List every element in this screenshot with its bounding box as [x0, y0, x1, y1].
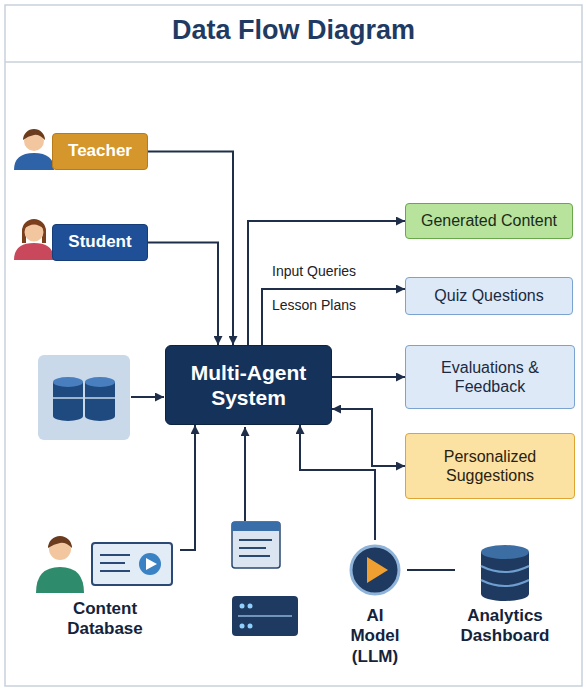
flow-arrow [131, 396, 164, 398]
page-frame [5, 5, 582, 686]
actor-label: Student [52, 224, 148, 261]
server-light [240, 604, 245, 609]
play-symbol [146, 558, 157, 570]
output-box: Generated Content [405, 203, 573, 239]
cylinder [85, 377, 115, 387]
document-line [239, 539, 272, 541]
cylinder-band [53, 397, 83, 399]
document-line [239, 547, 266, 549]
flow-connector [148, 152, 233, 346]
node-text: Evaluations & Feedback [414, 358, 566, 396]
output-box: Personalized Suggestions [405, 433, 575, 499]
flow-connector [180, 425, 195, 550]
ai-circle [351, 546, 399, 594]
flow-connector [300, 425, 375, 540]
cylinder [85, 382, 115, 416]
cylinder-band [481, 566, 529, 572]
content-icon [30, 525, 180, 595]
flow-connector [248, 221, 405, 345]
output-box: Quiz Questions [405, 277, 573, 315]
server [232, 596, 298, 636]
node-text: Teacher [68, 141, 132, 161]
database-icon [38, 355, 130, 440]
flow-label: Input Queries [270, 263, 358, 280]
icon [30, 525, 180, 599]
server-icon [232, 596, 298, 636]
node-text: Personalized Suggestions [414, 447, 566, 485]
cylinder [53, 411, 83, 421]
screen-line [100, 562, 125, 564]
node-text: Student [68, 232, 131, 252]
node-text: Multi-Agent System [174, 360, 323, 410]
node-text: Content Database [50, 599, 160, 640]
icon-panel [38, 355, 130, 440]
screen-line [100, 554, 130, 556]
person-hair [24, 220, 44, 229]
document [232, 522, 280, 568]
cylinder [481, 545, 529, 559]
person-body [14, 153, 54, 170]
icon [343, 540, 407, 606]
server-light [248, 604, 253, 609]
person-hair [23, 129, 45, 140]
model-node: AI Model (LLM) [343, 540, 407, 667]
server-light [240, 624, 245, 629]
cylinder [481, 587, 529, 601]
node-text: Generated Content [421, 211, 557, 230]
screen [92, 543, 172, 585]
document-icon [232, 522, 280, 568]
flow-connector [148, 243, 218, 346]
node-text: AI Model (LLM) [343, 606, 407, 667]
server-light [248, 624, 253, 629]
ai-triangle [367, 557, 388, 583]
output-box: Evaluations & Feedback [405, 345, 575, 409]
node-text: Quiz Questions [434, 286, 543, 305]
dashboard-node: Analytics Dashboard [455, 540, 555, 647]
flow-label: Lesson Plans [270, 297, 358, 314]
cylinder [53, 377, 83, 387]
document-header [232, 522, 280, 531]
cylinder-band [481, 580, 529, 586]
person-body [14, 243, 54, 260]
analytics-icon [455, 540, 555, 602]
title-divider [5, 61, 582, 63]
play-button [139, 553, 161, 575]
data-source: Content Database [30, 525, 180, 640]
person-body [36, 567, 84, 593]
person-hair [48, 536, 72, 548]
server-slot [238, 615, 292, 617]
cylinder [53, 382, 83, 416]
document-line [239, 555, 270, 557]
teacher-icon [14, 129, 54, 170]
node-text: Analytics Dashboard [455, 606, 555, 647]
flow-connector [262, 289, 405, 345]
flow-connector [407, 569, 455, 571]
icon [455, 540, 555, 606]
flow-arrow [244, 427, 246, 521]
ai-icon [343, 540, 407, 602]
diagram-title: Data Flow Diagram [0, 15, 587, 46]
student-icon [14, 219, 54, 260]
screen-line [100, 570, 130, 572]
process-box: Multi-Agent System [165, 345, 332, 425]
actor-label: Teacher [52, 133, 148, 170]
cylinder [85, 411, 115, 421]
flow-connector [332, 409, 405, 466]
cylinder-band [85, 397, 115, 399]
flow-connector [332, 376, 405, 378]
person-hair [22, 219, 46, 243]
